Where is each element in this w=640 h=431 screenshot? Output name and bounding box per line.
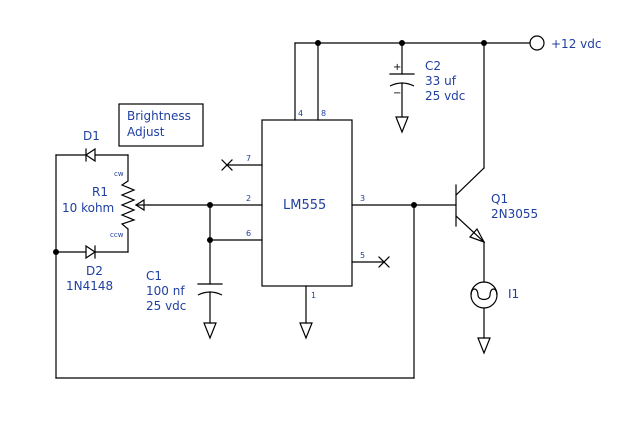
ground-icon [203, 322, 217, 340]
pin-3-label: 3 [360, 194, 365, 203]
pin-4-label: 4 [298, 109, 303, 118]
c1-ref: C1 [146, 269, 162, 283]
wires [55, 42, 531, 379]
r1-ref: R1 [92, 185, 108, 199]
no-connect-pin-5-icon [378, 256, 390, 268]
c2-plus-sign: + [393, 62, 401, 73]
pin-5-label: 5 [360, 251, 365, 260]
d2-part: 1N4148 [66, 279, 113, 293]
d1-ref: D1 [83, 129, 100, 143]
c2-ref: C2 [425, 59, 441, 73]
potentiometer-r1: R1 10 kohm cw ccw [62, 170, 149, 239]
capacitor-c2: + − C2 33 uf 25 vdc [389, 59, 465, 103]
c2-voltage: 25 vdc [425, 89, 465, 103]
pin-8-label: 8 [321, 109, 326, 118]
pin-7-label: 7 [246, 154, 251, 163]
note-line1: Brightness [127, 109, 191, 123]
c2-value: 33 uf [425, 74, 457, 88]
capacitor-c1: C1 100 nf 25 vdc [146, 269, 223, 313]
d2-ref: D2 [86, 264, 103, 278]
ground-icon [395, 116, 409, 134]
power-label: +12 vdc [551, 37, 601, 51]
q1-ref: Q1 [491, 192, 508, 206]
c1-voltage: 25 vdc [146, 299, 186, 313]
pin-6-label: 6 [246, 229, 251, 238]
pin-2-label: 2 [246, 194, 251, 203]
note-line2: Adjust [127, 125, 165, 139]
transistor-q1: Q1 2N3055 [455, 167, 538, 244]
diode-d2: D2 1N4148 [66, 244, 113, 293]
brightness-adjust-note: Brightness Adjust [118, 103, 204, 147]
q1-part: 2N3055 [491, 207, 538, 221]
r1-cw-label: cw [114, 170, 124, 178]
diode-d1: D1 [83, 129, 100, 163]
pin-1-label: 1 [311, 291, 316, 300]
r1-ccw-label: ccw [110, 231, 124, 239]
lm555-ic: LM555 4 8 7 2 6 3 5 1 [246, 109, 365, 300]
lamp-i1: I1 [470, 281, 519, 309]
junction-dots [53, 40, 487, 255]
ground-icon [299, 322, 313, 340]
no-connect-pin-7-icon [221, 159, 233, 171]
power-terminal: +12 vdc [529, 35, 601, 51]
ic-name: LM555 [283, 198, 326, 213]
lamp-ref: I1 [508, 287, 519, 301]
ground-icon [477, 337, 491, 355]
c1-value: 100 nf [146, 284, 185, 298]
c2-minus-sign: − [393, 88, 401, 99]
r1-value: 10 kohm [62, 201, 114, 215]
